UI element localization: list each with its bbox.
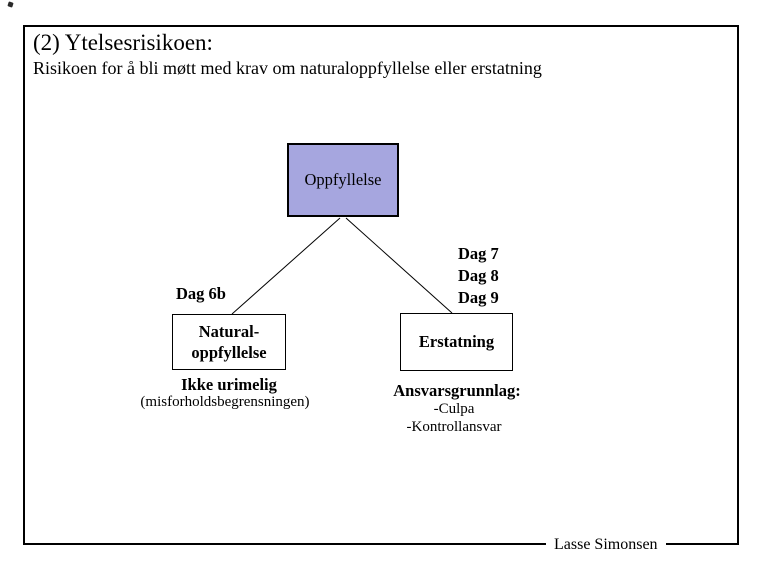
edge-smudge-artifact — [7, 1, 14, 8]
right-caption-item-kontrollansvar: -Kontrollansvar — [406, 419, 502, 435]
right-box-erstatning: Erstatning — [400, 313, 513, 371]
right-caption-title: Ansvarsgrunnlag: — [393, 381, 521, 400]
right-caption-item-culpa: -Culpa — [433, 401, 475, 417]
day-label-right-3: Dag 9 — [458, 288, 499, 307]
day-label-right-2: Dag 8 — [458, 266, 499, 285]
left-box-label-line1: Natural- — [198, 322, 260, 341]
left-box-label-line2: oppfyllelse — [191, 343, 267, 362]
left-caption-detail: (misforholdsbegrensningen) — [140, 394, 310, 410]
root-box-oppfyllelse: Oppfyllelse — [287, 143, 399, 217]
left-box-naturaloppfyllelse: Natural- oppfyllelse — [172, 314, 286, 370]
slide-border-frame — [23, 25, 739, 545]
footer-author-credit: Lasse Simonsen — [546, 535, 666, 554]
right-box-label: Erstatning — [418, 332, 495, 351]
left-caption-title: Ikke urimelig — [181, 375, 277, 394]
slide-subtitle: Risikoen for å bli møtt med krav om natu… — [33, 58, 542, 78]
root-box-label: Oppfyllelse — [304, 170, 382, 189]
day-label-right-1: Dag 7 — [458, 244, 499, 263]
right-caption-items: -Culpa -Kontrollansvar — [354, 400, 554, 436]
slide-title: (2) Ytelsesrisikoen: — [33, 30, 213, 55]
day-labels-right: Dag 7 Dag 8 Dag 9 — [458, 243, 499, 309]
day-label-left: Dag 6b — [176, 284, 226, 303]
